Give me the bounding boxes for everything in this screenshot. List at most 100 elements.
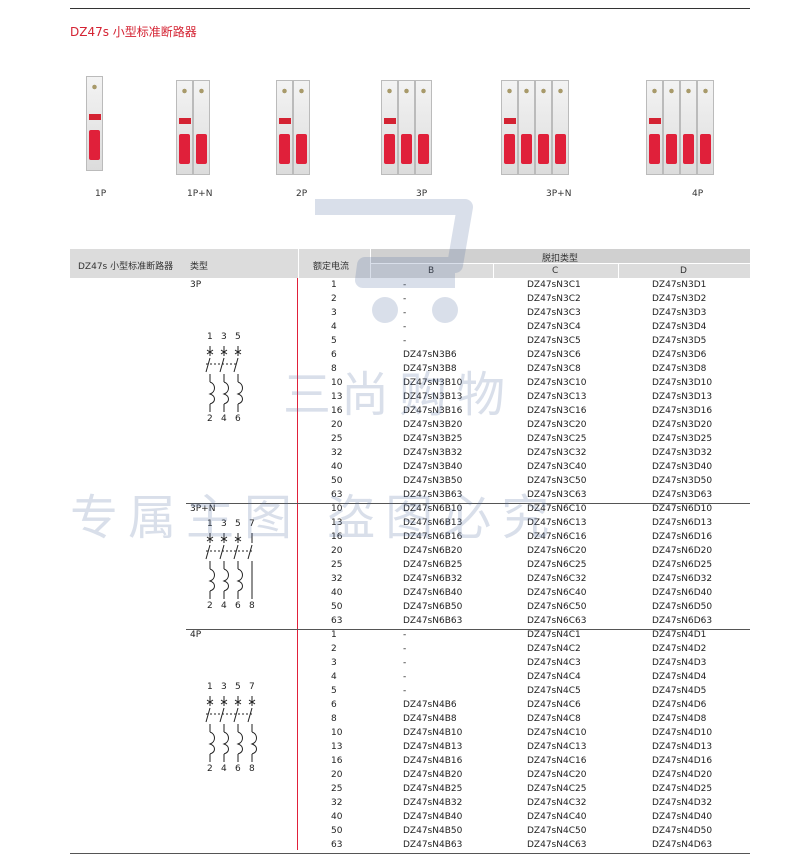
- model-code: DZ47sN3C32: [527, 448, 587, 458]
- model-code: DZ47sN4D3: [652, 658, 707, 668]
- model-code: DZ47sN6D10: [652, 504, 713, 514]
- header-series: DZ47s 小型标准断路器: [78, 262, 174, 272]
- group-type: 4P: [190, 630, 202, 640]
- rated-current: 2: [331, 644, 337, 654]
- model-code: DZ47sN4D16: [652, 756, 713, 766]
- model-code: DZ47sN3C3: [527, 308, 581, 318]
- model-code: DZ47sN4D10: [652, 728, 713, 738]
- breaker-image: [170, 80, 216, 175]
- terminal-number: 6: [235, 601, 241, 611]
- rated-current: 40: [331, 462, 343, 472]
- model-code: DZ47sN6C63: [527, 616, 587, 626]
- rated-current: 16: [331, 532, 343, 542]
- terminal-number: 4: [221, 414, 227, 424]
- model-code: -: [403, 672, 407, 682]
- model-code: DZ47sN4C16: [527, 756, 587, 766]
- group-type: 3P: [190, 280, 202, 290]
- terminal-number: 5: [235, 519, 241, 529]
- rated-current: 63: [331, 616, 343, 626]
- model-code: DZ47sN4C13: [527, 742, 587, 752]
- model-code: DZ47sN3B13: [403, 392, 463, 402]
- header-trip-d: D: [680, 266, 687, 276]
- model-code: DZ47sN3B40: [403, 462, 463, 472]
- terminal-number: 4: [221, 601, 227, 611]
- model-code: DZ47sN4D50: [652, 826, 713, 836]
- table-header: DZ47s 小型标准断路器 类型 额定电流 脱扣类型 B C D: [70, 249, 750, 278]
- group-divider: [70, 853, 750, 854]
- rated-current: 10: [331, 378, 343, 388]
- header-trip-b: B: [428, 266, 435, 276]
- rated-current: 5: [331, 336, 337, 346]
- model-code: -: [403, 686, 407, 696]
- model-code: DZ47sN3B50: [403, 476, 463, 486]
- model-code: DZ47sN4C40: [527, 812, 587, 822]
- model-code: DZ47sN4D2: [652, 644, 707, 654]
- rated-current: 25: [331, 560, 343, 570]
- model-code: -: [403, 658, 407, 668]
- model-code: -: [403, 308, 407, 318]
- model-code: DZ47sN4D32: [652, 798, 713, 808]
- rated-current: 16: [331, 756, 343, 766]
- group-type: 3P+N: [190, 504, 216, 514]
- model-code: DZ47sN3C5: [527, 336, 581, 346]
- model-code: DZ47sN4B8: [403, 714, 457, 724]
- model-code: DZ47sN4C32: [527, 798, 587, 808]
- model-code: DZ47sN6D63: [652, 616, 713, 626]
- rated-current: 5: [331, 686, 337, 696]
- model-code: DZ47sN6C10: [527, 504, 587, 514]
- model-code: DZ47sN4D13: [652, 742, 713, 752]
- model-code: DZ47sN3C40: [527, 462, 587, 472]
- terminal-number: 7: [249, 519, 255, 529]
- product-label: 4P: [692, 189, 704, 199]
- model-code: DZ47sN4D4: [652, 672, 707, 682]
- rated-current: 32: [331, 574, 343, 584]
- model-code: DZ47sN3D8: [652, 364, 707, 374]
- model-code: DZ47sN3B63: [403, 490, 463, 500]
- model-code: DZ47sN4D40: [652, 812, 713, 822]
- model-code: DZ47sN4C5: [527, 686, 581, 696]
- model-code: DZ47sN3C16: [527, 406, 587, 416]
- rated-current: 13: [331, 742, 343, 752]
- model-code: DZ47sN6D32: [652, 574, 713, 584]
- model-code: DZ47sN3D10: [652, 378, 713, 388]
- model-code: DZ47sN3D4: [652, 322, 707, 332]
- header-current: 额定电流: [313, 262, 350, 272]
- model-code: DZ47sN4C3: [527, 658, 581, 668]
- watermark-text-1: 三尚购物: [283, 367, 516, 423]
- model-code: DZ47sN4C4: [527, 672, 581, 682]
- rated-current: 8: [331, 714, 337, 724]
- model-code: DZ47sN4B25: [403, 784, 463, 794]
- model-code: DZ47sN3D5: [652, 336, 707, 346]
- breaker-image: [80, 76, 109, 171]
- rated-current: 10: [331, 728, 343, 738]
- rated-current: 20: [331, 420, 343, 430]
- rated-current: 1: [331, 280, 337, 290]
- terminal-number: 8: [249, 601, 255, 611]
- terminal-number: 7: [249, 682, 255, 692]
- top-rule: [70, 8, 750, 9]
- model-code: DZ47sN3D2: [652, 294, 707, 304]
- terminal-number: 6: [235, 764, 241, 774]
- model-code: DZ47sN6C25: [527, 560, 587, 570]
- terminal-number: 2: [207, 764, 213, 774]
- model-code: DZ47sN4D25: [652, 784, 713, 794]
- model-code: DZ47sN3C10: [527, 378, 587, 388]
- group-divider: [186, 629, 750, 630]
- model-code: DZ47sN3C6: [527, 350, 581, 360]
- header-type: 类型: [190, 262, 209, 272]
- rated-current: 2: [331, 294, 337, 304]
- rated-current: 63: [331, 490, 343, 500]
- model-code: DZ47sN3D16: [652, 406, 713, 416]
- model-code: DZ47sN4C50: [527, 826, 587, 836]
- rated-current: 8: [331, 364, 337, 374]
- model-code: DZ47sN6D50: [652, 602, 713, 612]
- rated-current: 4: [331, 322, 337, 332]
- page-title: DZ47s 小型标准断路器: [70, 25, 197, 39]
- model-code: DZ47sN6C32: [527, 574, 587, 584]
- model-code: DZ47sN4C8: [527, 714, 581, 724]
- model-code: DZ47sN3C1: [527, 280, 581, 290]
